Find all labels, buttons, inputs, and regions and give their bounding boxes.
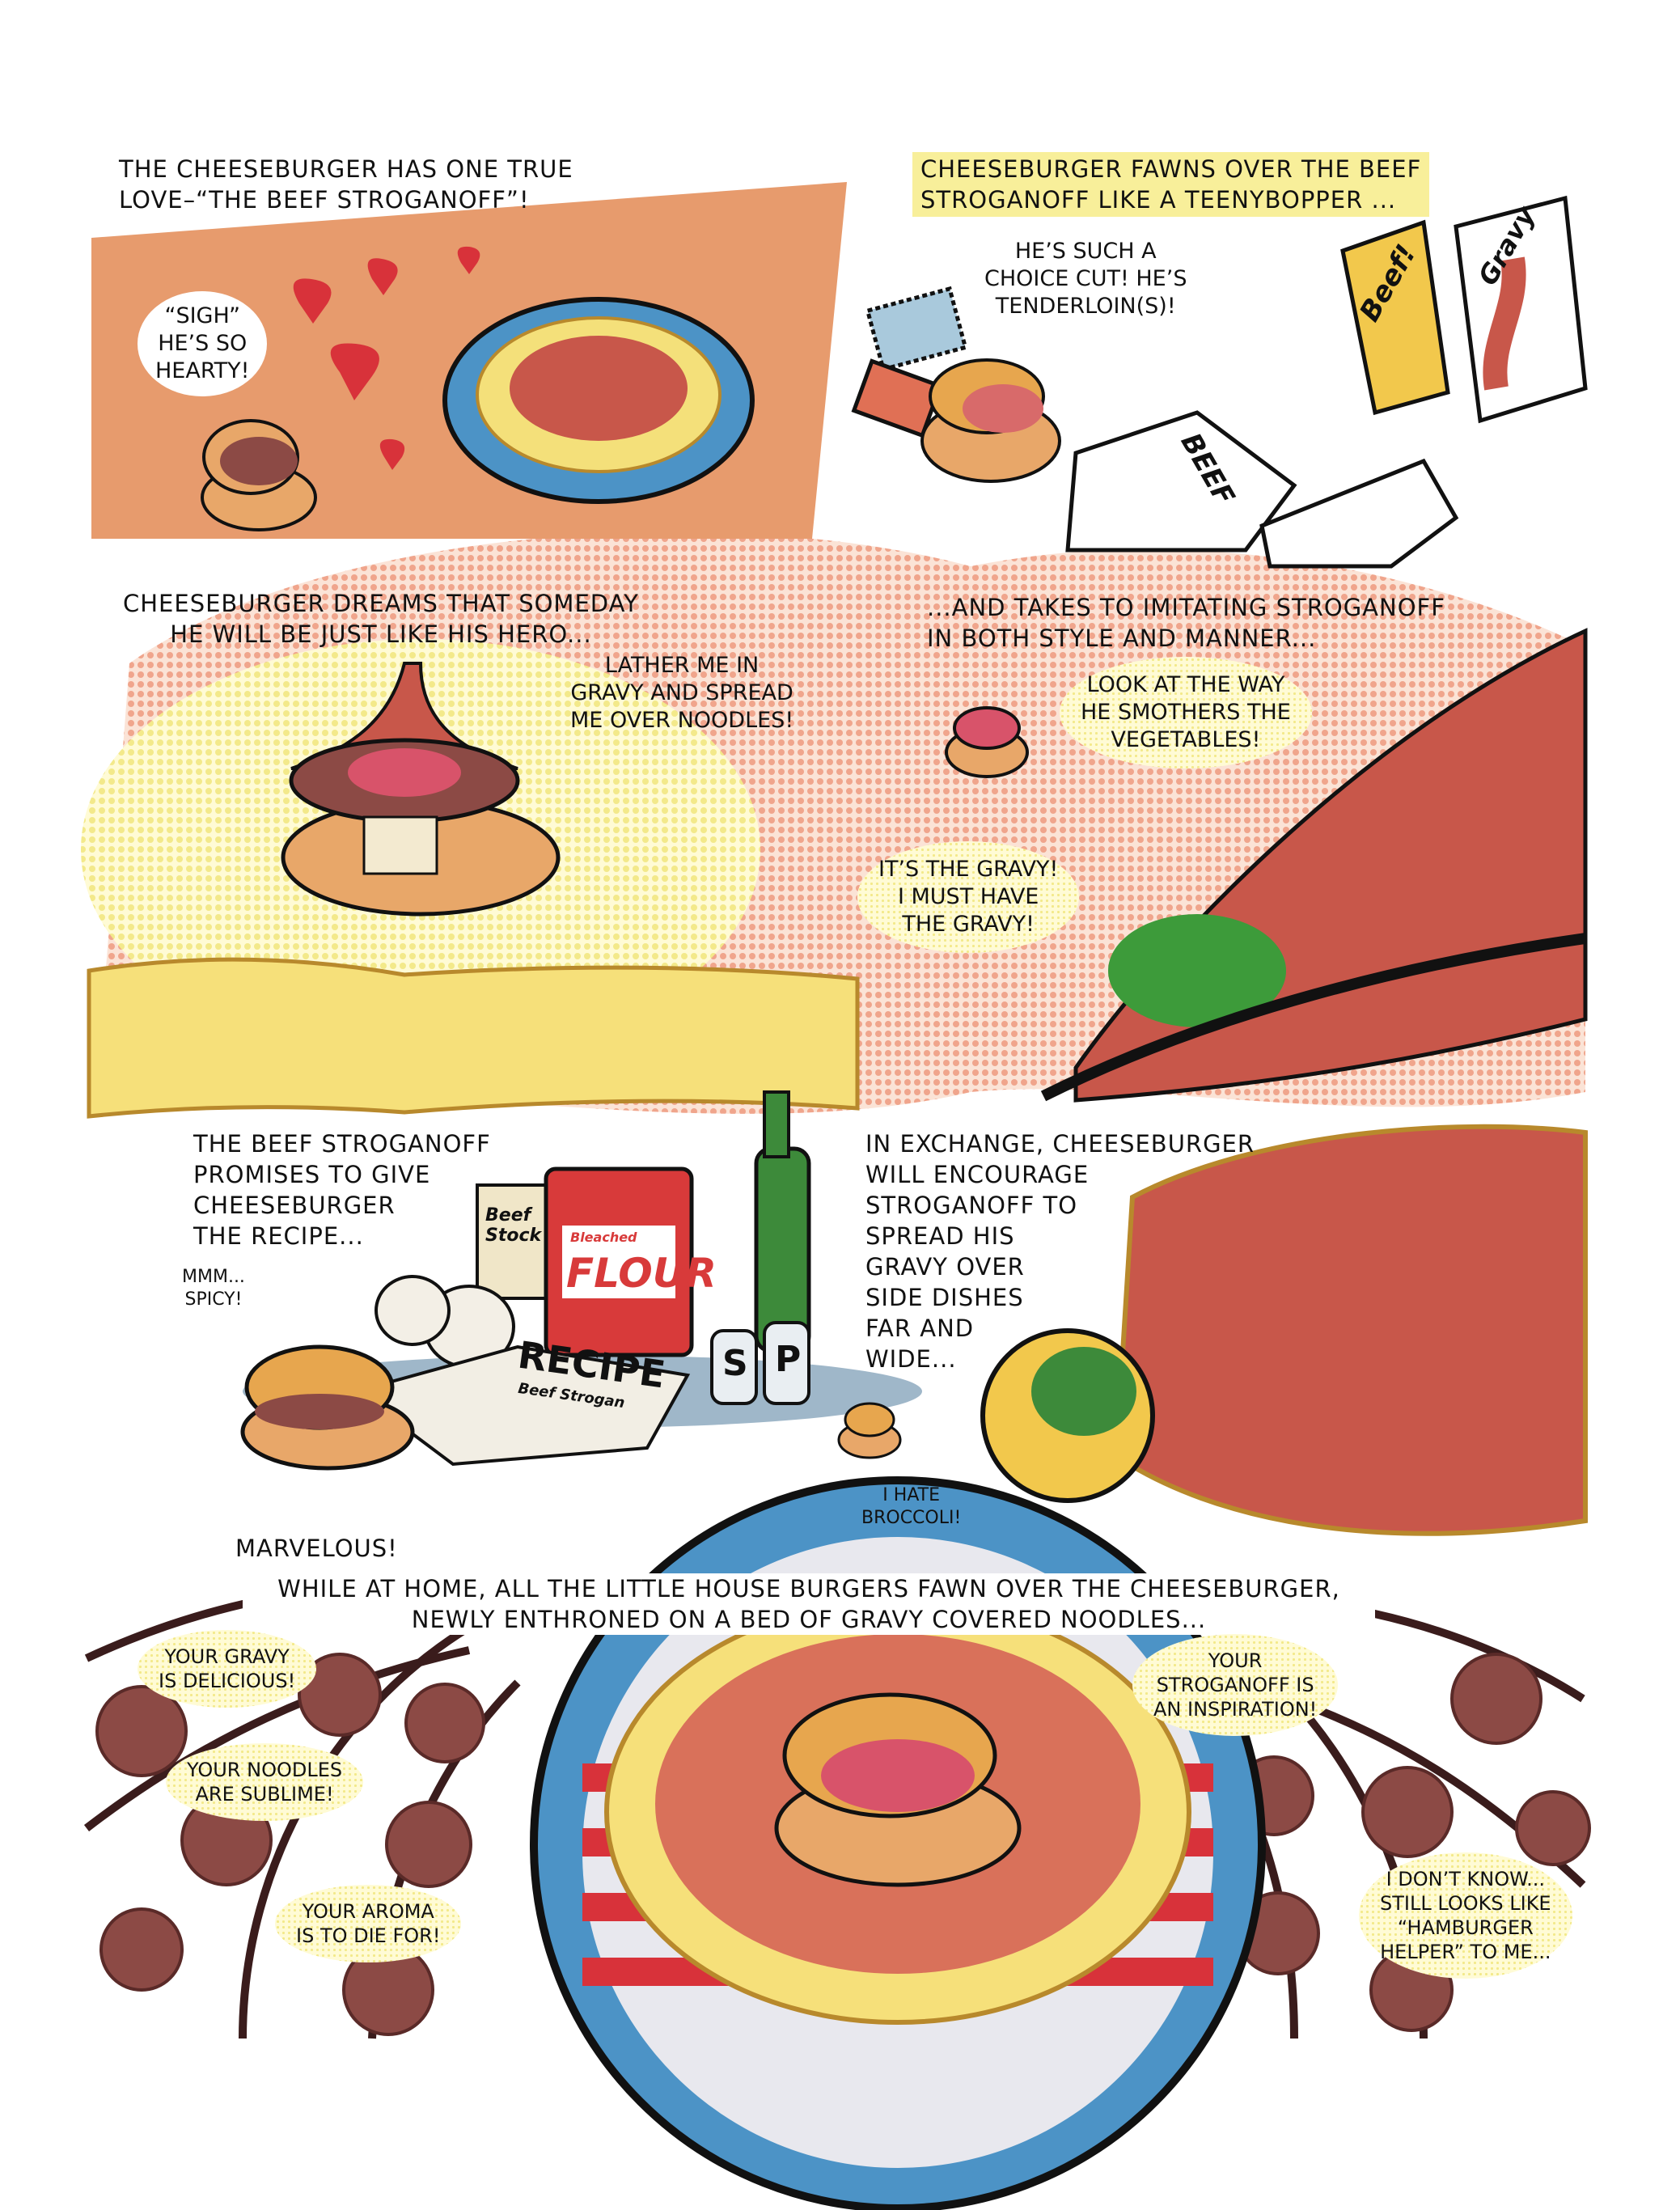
stamp bbox=[851, 358, 943, 438]
beef-stock-label: Beef Stock bbox=[485, 1205, 542, 1246]
cheeseburger bbox=[920, 358, 1061, 483]
stamp bbox=[865, 286, 968, 372]
beef-magazine bbox=[1065, 410, 1297, 552]
burger-speech-bubble: Your noodles are sublime! bbox=[166, 1743, 364, 1821]
panel1-speech-bubble: “sigh” he’s so hearty! bbox=[138, 291, 268, 396]
panel4-speech-bubble-vegetables: Look at the way he smothers the vegetabl… bbox=[1060, 657, 1312, 768]
panel6-speech-bubble: I hate broccoli! bbox=[861, 1485, 962, 1528]
gravy-spread bbox=[1113, 1124, 1588, 1536]
panel5-speech-bubble: Mmm... spicy! bbox=[182, 1267, 245, 1310]
recipe-paper bbox=[352, 1344, 691, 1467]
panel4-speech-bubble-gravy: It’s the gravy! I must have the gravy! bbox=[857, 841, 1080, 953]
cheeseburger bbox=[201, 419, 317, 531]
salt-label: S bbox=[722, 1343, 748, 1384]
salt-shaker bbox=[710, 1329, 758, 1405]
panel5-caption: The beef stroganoff promises to give che… bbox=[193, 1130, 491, 1250]
heart-icons bbox=[293, 246, 480, 470]
noodles bbox=[87, 957, 860, 1119]
pepper-shaker bbox=[763, 1321, 810, 1405]
panel1-caption: The cheeseburger has one true love–“The … bbox=[119, 155, 573, 214]
peas bbox=[1108, 914, 1286, 1027]
poster-beef bbox=[1340, 219, 1450, 416]
pepper-label: P bbox=[775, 1339, 802, 1380]
small-cheeseburger bbox=[837, 1402, 902, 1459]
panel6-caption: In exchange, cheeseburger will encourage… bbox=[865, 1130, 1255, 1373]
small-cheeseburger bbox=[945, 706, 1029, 778]
cheeseburger bbox=[240, 1344, 415, 1471]
record-player bbox=[1259, 458, 1459, 569]
panel7-exclamation: Marvelous! bbox=[235, 1535, 398, 1562]
enthroned-cheeseburger bbox=[774, 1692, 1022, 1887]
flour-label: FLOUR bbox=[566, 1250, 717, 1297]
burger-speech-bubble: I don’t know... still looks like “Hambur… bbox=[1359, 1852, 1572, 1979]
panel2-caption: Cheeseburger fawns over the beef strogan… bbox=[912, 152, 1430, 217]
burger-speech-bubble: Your stroganoff is an inspiration! bbox=[1132, 1634, 1339, 1736]
panel3-speech-bubble: Lather me in gravy and spread me over no… bbox=[570, 653, 794, 733]
panel2-speech-bubble: He’s such a choice cut! He’s tenderloin(… bbox=[967, 227, 1205, 332]
panel7-caption: While at home, all the little house burg… bbox=[243, 1573, 1375, 1635]
flour-label-bg bbox=[562, 1226, 675, 1298]
panel4-caption: ...and takes to imitating stroganoff in … bbox=[927, 594, 1445, 652]
garlic bbox=[375, 1275, 451, 1346]
flour-small-label: Bleached bbox=[570, 1230, 637, 1245]
panel3-caption: Cheeseburger dreams that someday he will… bbox=[123, 590, 639, 648]
burger-speech-bubble: Your gravy is delicious! bbox=[138, 1630, 317, 1708]
gravy-covered-cheeseburger bbox=[281, 738, 561, 917]
wine-bottle bbox=[754, 1146, 811, 1353]
burger-speech-bubble: Your aroma is to die for! bbox=[275, 1885, 462, 1962]
plate-rim bbox=[1040, 933, 1586, 1102]
broccoli bbox=[1031, 1347, 1136, 1436]
